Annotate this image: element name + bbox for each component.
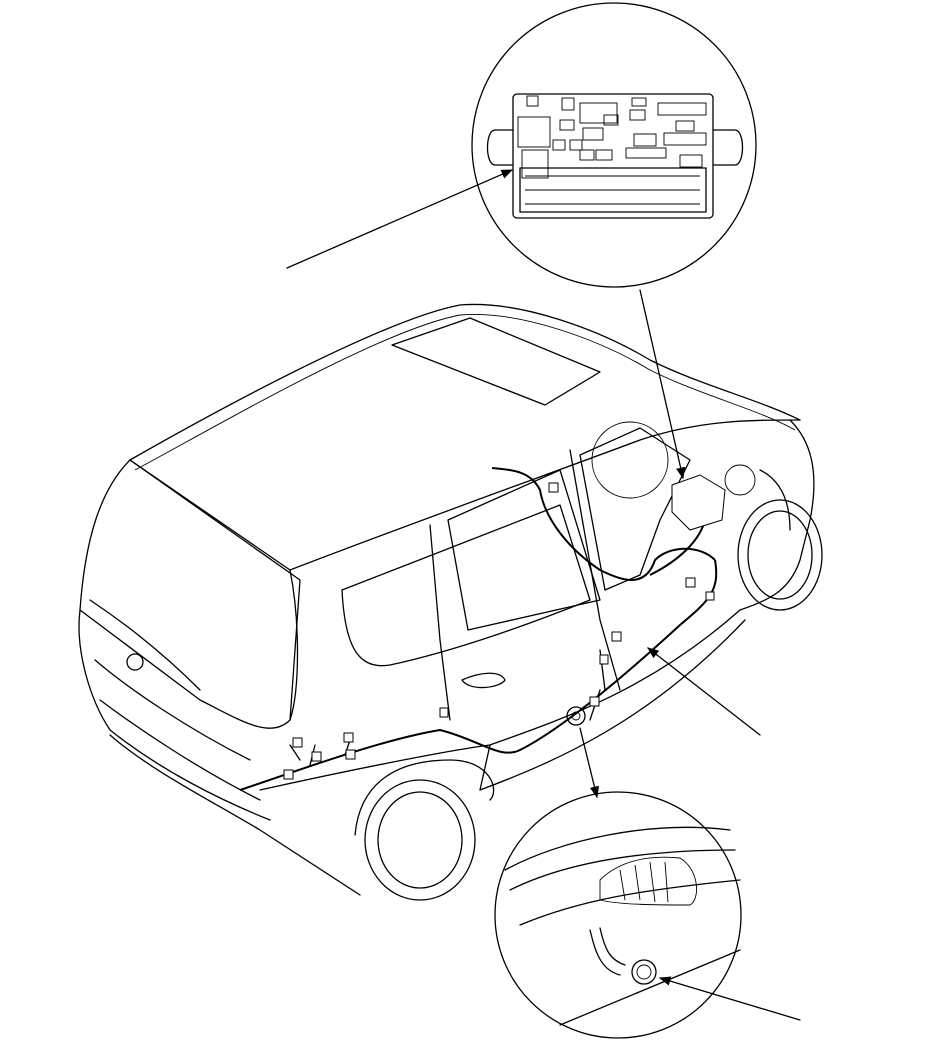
wiring-harness [239,467,726,791]
harness-connector-callout [494,791,742,1039]
leader-lines [286,169,801,1021]
grommet-location [566,706,586,726]
vehicle-body [78,303,823,901]
fuse-box-location [671,474,726,531]
fuse-relay-box-callout [471,2,757,288]
